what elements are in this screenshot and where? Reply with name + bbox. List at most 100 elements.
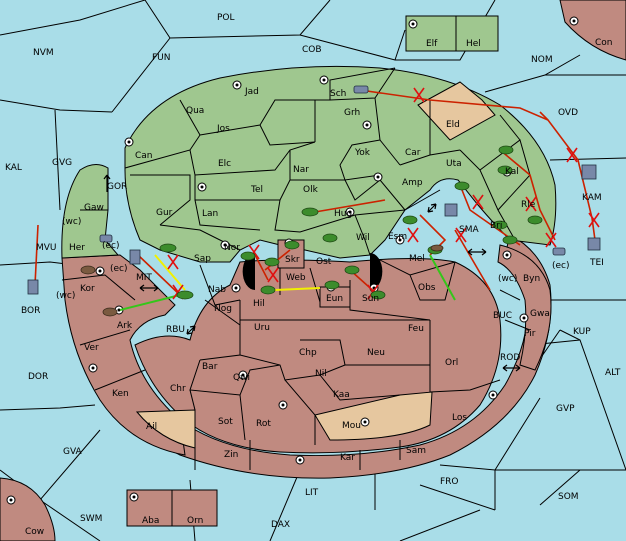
land-label-con: Con [595,38,613,48]
coast-label-kor-wc: (wc) [56,291,75,301]
land-label-nor: Nor [224,243,240,253]
sea-label-alt: ALT [605,368,621,378]
coast-label-byn-wc: (wc) [498,274,517,284]
battle-marker-east [370,253,383,290]
land-label-hil: Hil [253,299,265,309]
coast-label-gaw-wc: (wc) [62,217,81,227]
battle-marker-west [242,253,255,290]
sea-label-pol: POL [217,13,235,23]
land-label-sch: Sch [330,89,346,99]
sea-label-nom: NOM [531,55,553,65]
units [27,85,601,317]
sea-label-gvp: GVP [556,404,575,414]
land-label-amp: Amp [402,178,423,188]
sea-label-swm: SWM [80,514,102,524]
sea-label-rod: ROD [500,353,520,363]
land-label-uru: Uru [254,323,270,333]
land-label-skr: Skr [285,255,300,265]
land-label-sot: Sot [218,417,233,427]
land-label-ver: Ver [84,343,99,353]
land-label-sap: Sap [194,254,211,264]
coast-label-kor-ec: (ec) [110,264,128,274]
land-label-byn: Byn [523,274,540,284]
land-label-eld: Eld [446,120,460,130]
land-label-cow: Cow [25,527,44,537]
land-label-esm: Esm [388,232,407,242]
sea-label-mvu: MVU [36,243,57,253]
province-ail[interactable] [135,409,196,449]
sea-label-gvg: GVG [52,158,72,168]
sea-label-ovd: OVD [558,108,578,118]
land-label-lan: Lan [202,209,218,219]
province-orn[interactable] [171,489,218,527]
coast-labels: (wc) (ec) (ec) (wc) (wc) (ec) [56,217,570,301]
land-label-chp: Chp [299,348,317,358]
strait-arrows [103,174,521,372]
sea-label-bor: BOR [21,306,40,316]
land-label-feu: Feu [408,324,424,334]
red-borders [61,254,531,470]
coast-label-byn-ec: (ec) [552,261,570,271]
land-label-pir: Pir [524,329,536,339]
land-label-orn: Orn [187,516,203,526]
land-label-jos: Jos [216,124,230,134]
sea-label-kup: KUP [573,327,591,337]
sea-label-dax: DAX [271,520,290,530]
land-label-her: Her [69,243,85,253]
land-label-car: Car [405,148,421,158]
land-label-kar: Kar [340,453,355,463]
green-borders [80,67,531,256]
land-label-grh: Grh [344,108,360,118]
land-label-mel: Mel [409,254,425,264]
land-label-kor: Kor [80,284,95,294]
sea-label-mit: MIT [136,273,152,283]
land-label-nog: Nog [214,304,232,314]
land-label-los: Los [452,413,467,423]
land-label-tel: Tel [250,185,263,195]
land-label-kaa: Kaa [333,390,350,400]
sea-label-fro: FRO [440,477,459,487]
land-label-zin: Zin [224,450,238,460]
sea-label-gva: GVA [63,447,83,457]
province-cow[interactable] [0,477,56,541]
land-label-elf: Elf [426,39,438,49]
land-label-nab: Nab [208,285,226,295]
land-label-nil: Nil [315,369,327,379]
land-label-bar: Bar [202,362,218,372]
sea-label-fun: FUN [152,53,171,63]
sea-label-tei: TEI [589,258,604,268]
land-label-gaw: Gaw [84,203,104,213]
land-label-can: Can [135,151,153,161]
land-label-sun: Sun [362,294,379,304]
land-label-gur: Gur [156,208,173,218]
land-label-neu: Neu [367,348,385,358]
land-label-qwi: Qwi [233,373,250,383]
sea-label-lit: LIT [305,488,319,498]
land-label-wil: Wil [356,233,370,243]
land-label-nar: Nar [293,165,309,175]
land-label-jad: Jad [244,87,259,97]
land-label-chr: Chr [170,384,186,394]
coast-label-gaw-ec: (ec) [102,241,120,251]
land-label-ail: Ail [146,422,157,432]
land-label-rot: Rot [256,419,271,429]
sea-label-cob: COB [302,45,322,55]
land-label-yok: Yok [354,148,371,158]
continent-west-red [61,254,186,456]
land-label-hel: Hel [466,39,481,49]
sea-label-nvm: NVM [33,48,54,58]
province-hel[interactable] [455,15,499,52]
land-label-aba: Aba [142,516,159,526]
province-mou[interactable] [314,391,433,441]
land-label-ark: Ark [117,321,133,331]
failed-order-marks [167,87,600,300]
province-eld[interactable] [417,81,496,141]
land-label-orl: Orl [445,358,458,368]
land-labels: Con Elf Hel Jad Sch Qua Jos Grh Eld Can … [25,38,613,537]
sea-label-rbu: RBU [166,325,185,335]
land-label-kal: Kal [505,167,519,177]
land-label-hug: Hug [334,209,352,219]
land-label-eun: Eun [326,294,343,304]
sea-label-buc: BUC [493,311,512,321]
